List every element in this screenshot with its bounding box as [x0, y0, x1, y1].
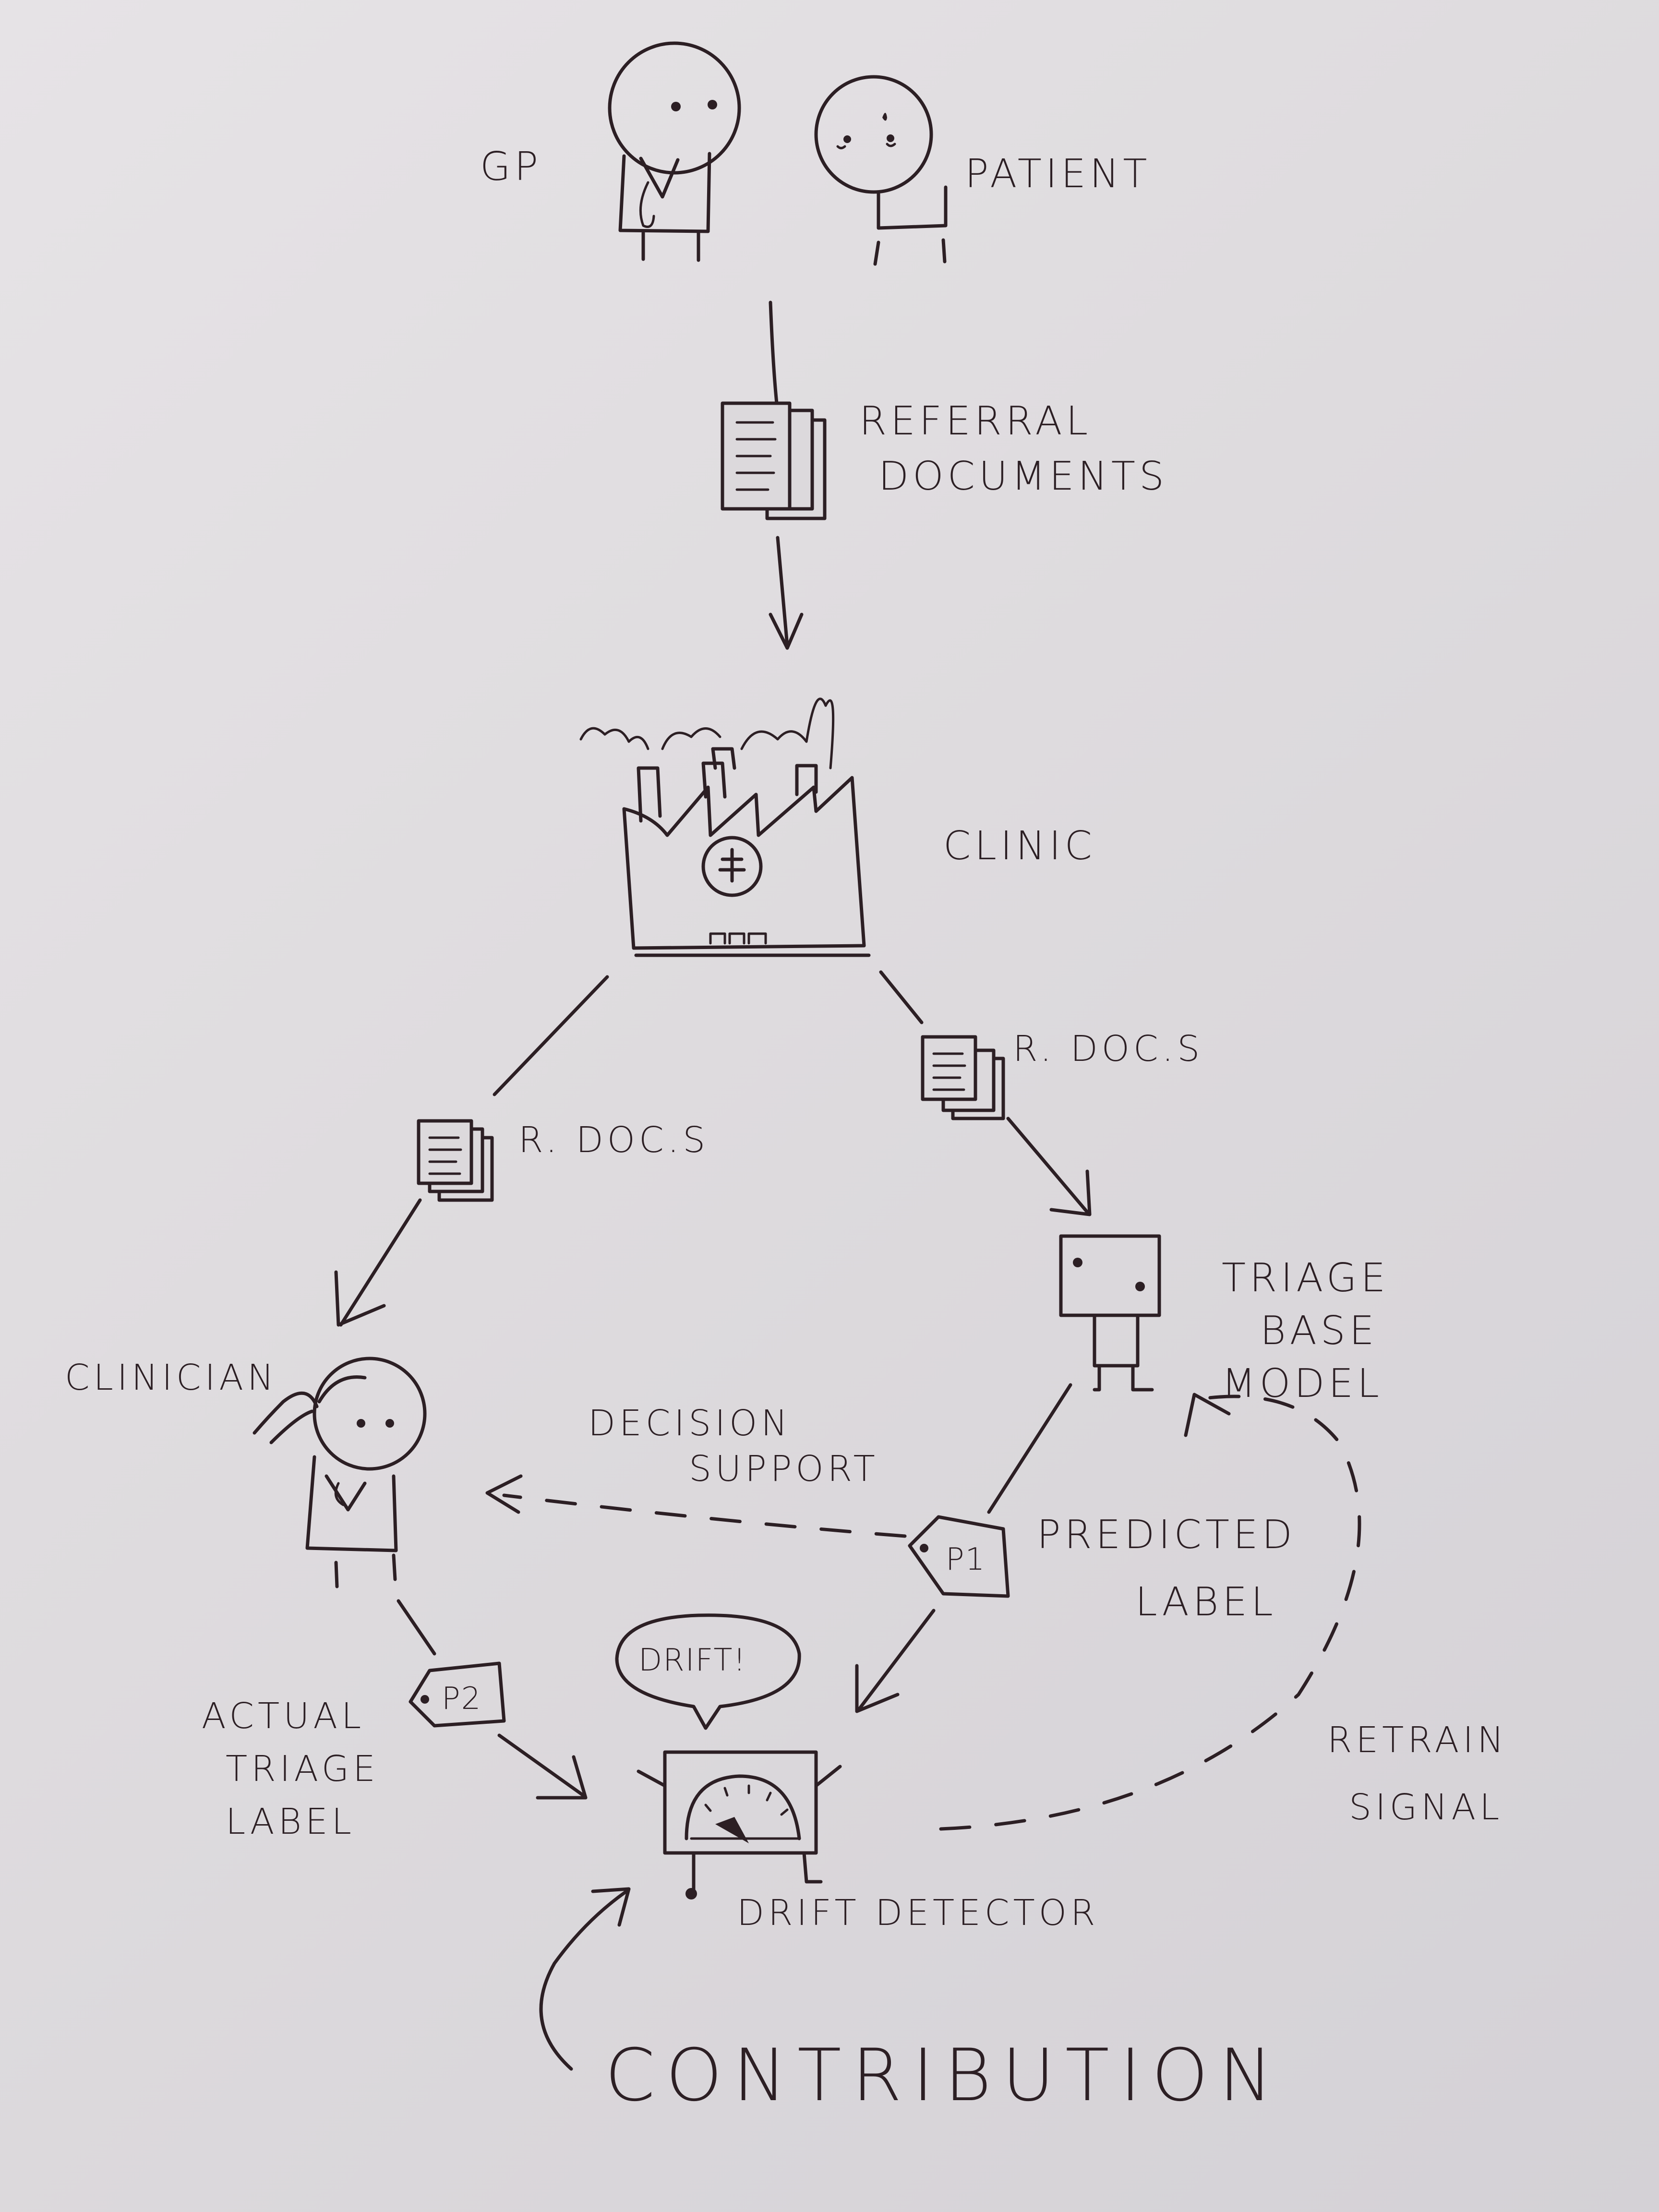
referral-label-line2: DOCUMENTS — [878, 454, 1168, 499]
clinic-label: CLINIC — [943, 823, 1096, 869]
decision-support-line2: SUPPORT — [689, 1448, 879, 1490]
drift-bubble-text: DRIFT! — [638, 1643, 746, 1678]
predicted-to-drift-arrow — [855, 1609, 936, 1713]
p2-tag-text: P2 — [442, 1681, 481, 1717]
clinician-figure-icon — [252, 1357, 427, 1588]
model-label-line1: TRIAGE — [1222, 1255, 1389, 1301]
predicted-label-line2: LABEL — [1135, 1579, 1277, 1625]
referral-label-line1: REFERRAL — [859, 398, 1092, 444]
clinician-to-p2-line — [397, 1599, 436, 1656]
gp-label: GP — [480, 144, 542, 190]
model-to-p1-line — [987, 1383, 1072, 1514]
rdocs-right-icon — [921, 1035, 1005, 1120]
p1-tag-text: P1 — [946, 1542, 986, 1577]
rdocs-left-label: R. DOC.S — [518, 1119, 709, 1161]
retrain-signal-arrow — [939, 1393, 1361, 1831]
actual-to-drift-arrow — [497, 1733, 588, 1800]
clinician-label: CLINICIAN — [65, 1357, 277, 1398]
predicted-label-line1: PREDICTED — [1037, 1512, 1296, 1558]
gp-figure-icon — [608, 41, 741, 262]
actual-label-line2: TRIAGE — [226, 1748, 379, 1790]
decision-support-arrow — [485, 1474, 907, 1538]
referral-flow-arrow — [769, 301, 804, 650]
actual-label-line3: LABEL — [226, 1801, 355, 1842]
actual-label-line1: ACTUAL — [202, 1695, 365, 1737]
triage-model-robot-icon — [1059, 1234, 1161, 1392]
model-label-line3: MODEL — [1222, 1361, 1383, 1407]
drift-detector-label: DRIFT DETECTOR — [737, 1892, 1099, 1934]
drift-detector-gauge-icon — [637, 1750, 842, 1899]
patient-figure-icon — [814, 75, 948, 266]
contribution-label: CONTRIBUTION — [605, 2034, 1283, 2117]
p1-tag-icon: P1 — [908, 1515, 1010, 1598]
model-label-line2: BASE — [1260, 1308, 1378, 1354]
drift-speech-bubble: DRIFT! — [615, 1613, 801, 1730]
contribution-arrow — [539, 1887, 631, 2071]
clinic-factory-icon — [579, 697, 871, 957]
p2-tag-icon: P2 — [409, 1661, 506, 1728]
clinic-to-model-arrow — [879, 970, 1092, 1216]
rdocs-left-icon — [417, 1119, 494, 1202]
retrain-label-line2: SIGNAL — [1349, 1787, 1503, 1828]
clinic-to-clinician-arrow — [334, 975, 609, 1327]
referral-documents-icon — [721, 401, 827, 520]
rdocs-right-label: R. DOC.S — [1013, 1028, 1203, 1070]
retrain-label-line1: RETRAIN — [1327, 1719, 1508, 1761]
patient-label: PATIENT — [965, 151, 1151, 197]
decision-support-line1: DECISION — [588, 1403, 792, 1444]
